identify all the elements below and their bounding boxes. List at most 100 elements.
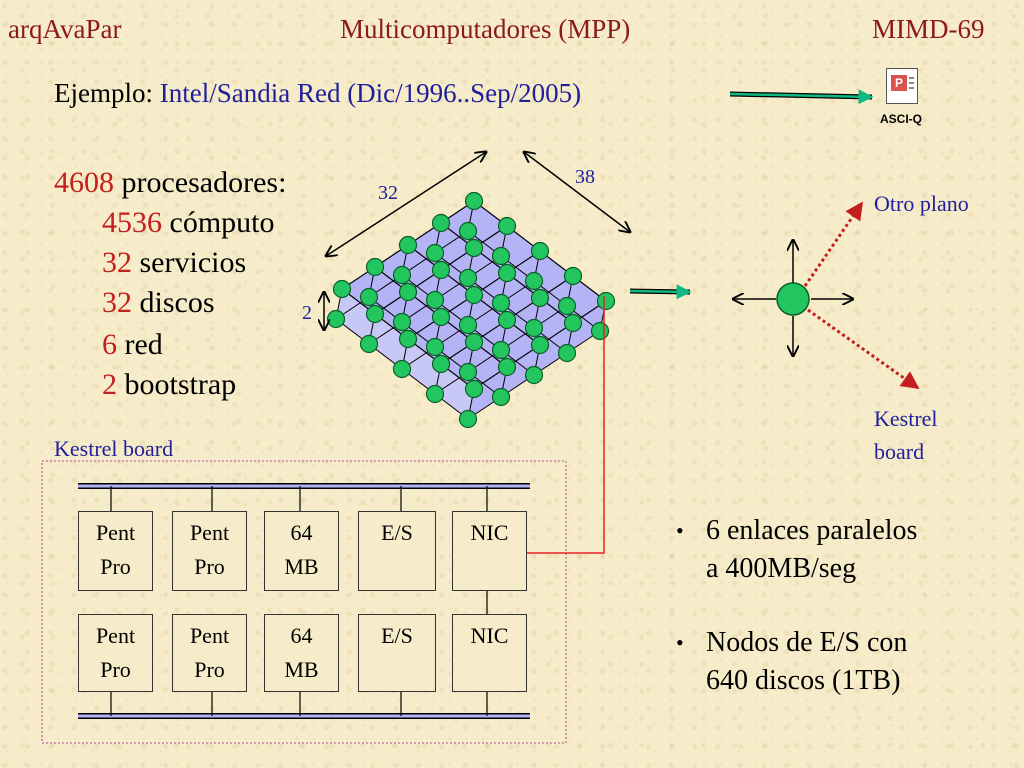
mesh-node [464,191,484,211]
mesh-node [398,329,418,349]
processors-total: 4608 procesadores: [54,166,286,200]
io-box: E/S [358,511,436,591]
item-label: discos [139,286,215,319]
mesh-node [497,310,517,330]
mesh-node [530,335,550,355]
mesh-node [425,337,445,357]
mesh-node [530,241,550,261]
mesh-node [524,271,544,291]
mesh-node [392,265,412,285]
presentation-file-icon: P [886,68,918,104]
processor-item: 4536 cómputo [102,206,275,240]
node-view [733,201,920,390]
header-left: arqAvaPar [8,14,122,44]
processor-item: 2 bootstrap [102,368,236,402]
mesh-node [590,321,610,341]
mesh-node [497,357,517,377]
mesh-node [557,296,577,316]
example-value: Intel/Sandia Red (Dic/1996..Sep/2005) [159,78,582,108]
mesh-node [431,354,451,374]
asci-q-arrow [729,89,874,105]
asci-q-link[interactable]: P ASCI-Q [876,66,932,132]
nic-box: NIC [452,614,527,692]
mesh-node [464,238,484,258]
mesh-node [497,263,517,283]
board-frame [41,460,567,744]
mesh-node [491,340,511,360]
mesh-node [458,409,478,429]
mesh-node [359,287,379,307]
processor-item: 32 servicios [102,246,246,280]
mesh-node [530,288,550,308]
processors-count: 4608 [54,166,114,199]
node-circle [776,282,810,316]
bullet-dot: • [676,518,684,543]
bullet-line: 640 discos (1TB) [706,665,901,696]
item-count: 2 [102,368,117,401]
header-right: MIMD-69 [872,14,985,44]
mesh-node [332,279,352,299]
example-line: Ejemplo: Intel/Sandia Red (Dic/1996..Sep… [54,78,581,109]
mesh-node [425,243,445,263]
processors-label: procesadores: [121,166,287,199]
mesh-node [464,379,484,399]
mesh-to-node-arrow [629,284,692,300]
mesh-node [392,359,412,379]
example-prefix: Ejemplo: [54,78,153,108]
dim-label-32: 32 [378,182,398,204]
board-title: Kestrel board [54,436,174,461]
bullet-line: a 400MB/seg [706,553,857,584]
mesh-node [497,216,517,236]
bullet-dot: • [676,630,684,655]
kestrel-node-label: Kestrel board [874,406,938,464]
mesh-node [431,260,451,280]
mesh-node [524,318,544,338]
bullet-item: • 6 enlaces paralelos a 400MB/seg [676,512,917,588]
mesh-node [464,332,484,352]
mesh-node [557,343,577,363]
item-label: red [124,328,163,361]
processor-item: 32 discos [102,286,215,320]
dim-label-2: 2 [302,302,312,324]
mesh-node [491,387,511,407]
mesh-node [464,285,484,305]
item-count: 6 [102,328,117,361]
mesh-node [491,246,511,266]
mesh-node [491,293,511,313]
item-label: bootstrap [124,368,237,401]
other-plane-label: Otro plano [874,191,969,216]
mesh-node [425,384,445,404]
mesh-node [398,282,418,302]
processor-item: 6 red [102,328,163,362]
io-box: E/S [358,614,436,692]
mesh-node [326,309,346,329]
slide-title: Multicomputadores (MPP) [340,14,631,44]
mesh-node [458,362,478,382]
mesh-node [596,291,616,311]
item-label: servicios [139,246,247,279]
item-label: cómputo [169,206,275,239]
mesh-node [398,235,418,255]
item-count: 32 [102,286,132,319]
mesh-node [431,307,451,327]
mesh-node [524,365,544,385]
bullet-line: Nodos de E/S con [706,627,908,658]
other-plane-link [803,201,864,287]
asci-q-label: ASCI-Q [880,112,922,126]
kestrel-link [807,308,920,390]
nic-mesh-link [527,296,605,554]
mesh-node [563,266,583,286]
mesh-node [365,304,385,324]
item-count: 32 [102,246,132,279]
bus-connectors [110,486,488,716]
dim-label-38: 38 [575,166,595,188]
mesh-node [458,315,478,335]
bullet-item: • Nodos de E/S con 640 discos (1TB) [676,624,907,700]
mesh-node [563,313,583,333]
item-count: 4536 [102,206,162,239]
